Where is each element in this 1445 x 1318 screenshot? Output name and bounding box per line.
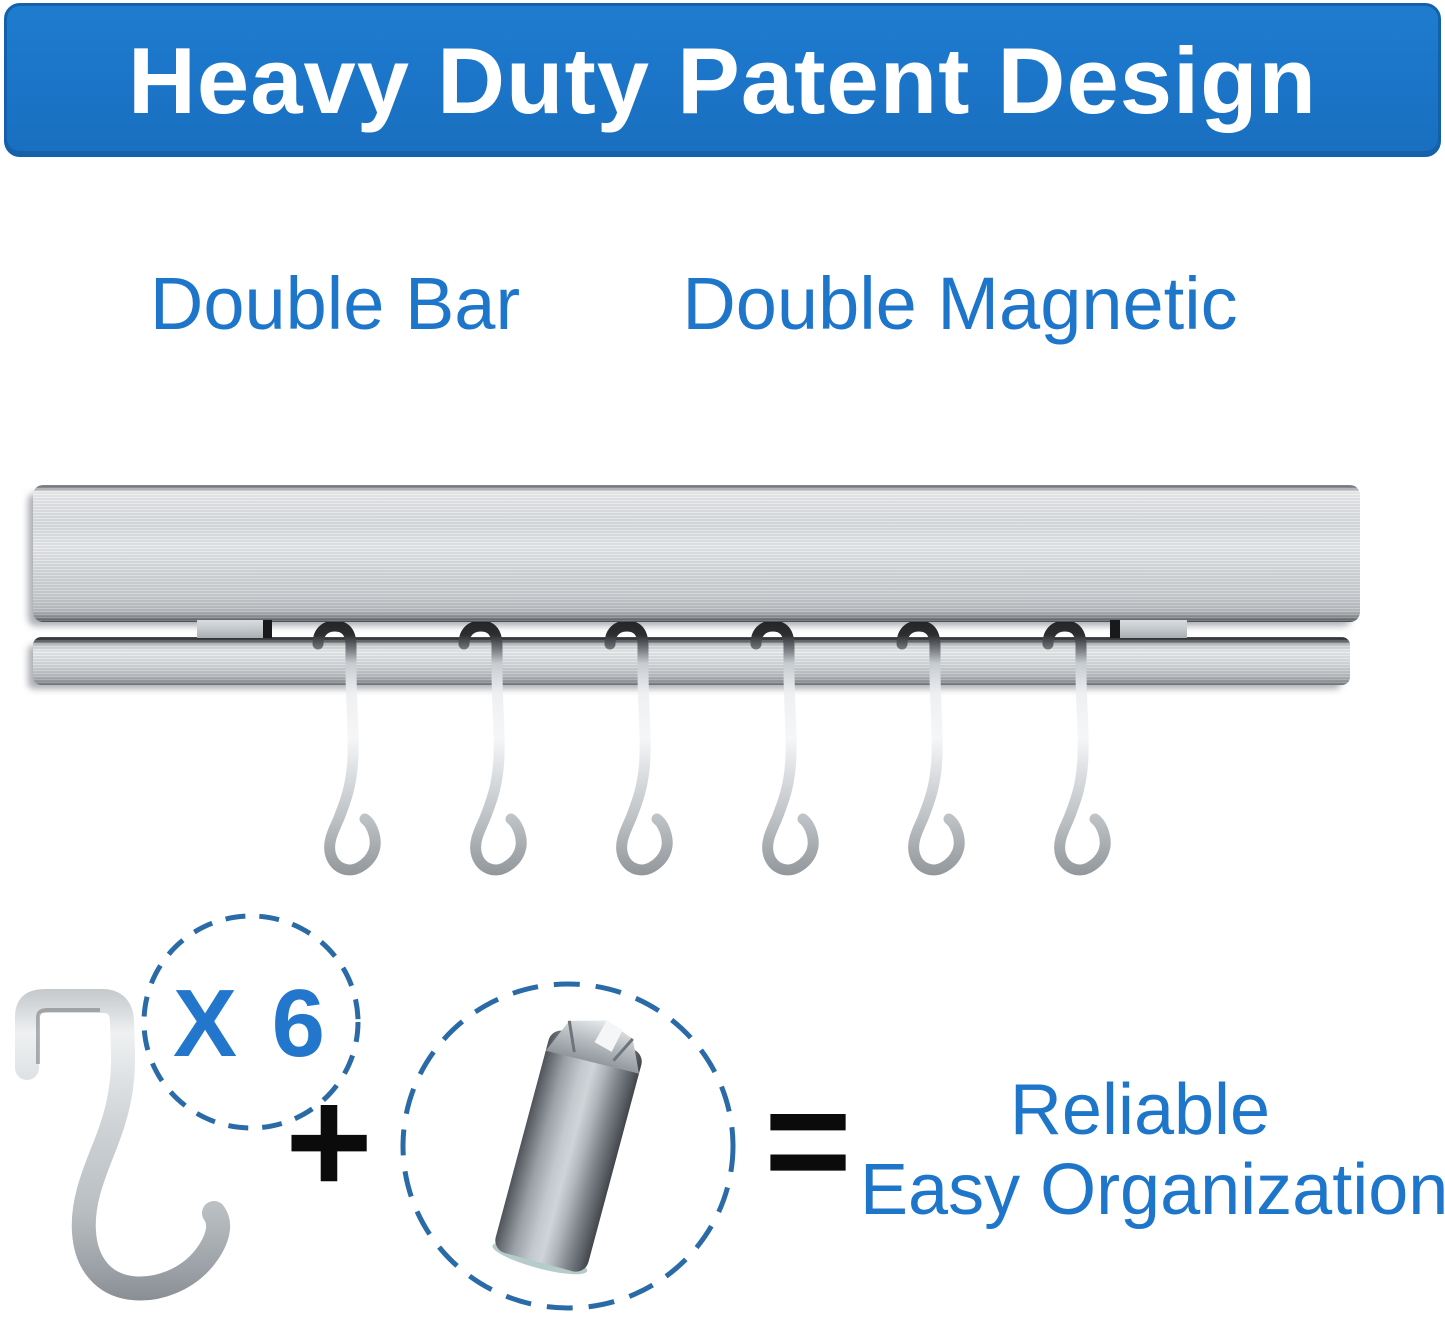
magnet-circle bbox=[400, 981, 736, 1311]
s-hook-icon bbox=[318, 626, 375, 870]
rack-bottom-bar bbox=[33, 637, 1350, 685]
result-text: Reliable Easy Organization bbox=[860, 1070, 1445, 1230]
page-title: Heavy Duty Patent Design bbox=[128, 28, 1317, 133]
result-line-2: Easy Organization bbox=[860, 1150, 1445, 1230]
rack-left-spacer bbox=[197, 620, 272, 638]
s-hook-icon bbox=[902, 626, 959, 870]
s-hook-icon bbox=[756, 626, 813, 870]
multiplier-circle bbox=[141, 913, 361, 1131]
rack-top-bar bbox=[33, 485, 1360, 622]
big-s-hook-icon bbox=[15, 989, 231, 1301]
result-line-1: Reliable bbox=[1009, 1070, 1271, 1150]
header-banner: Heavy Duty Patent Design bbox=[4, 3, 1441, 157]
multiplier-label: X 6 bbox=[172, 970, 330, 1077]
label-double-bar: Double Bar bbox=[149, 262, 521, 345]
s-hook-icon bbox=[464, 626, 521, 870]
s-hooks-row bbox=[280, 622, 1140, 880]
s-hook-icon bbox=[1048, 626, 1105, 870]
s-hook-icon bbox=[610, 626, 667, 870]
equals-icon: = bbox=[764, 1056, 852, 1224]
rack-right-spacer bbox=[1110, 620, 1187, 638]
plus-icon: + bbox=[285, 1057, 373, 1225]
magnet-icon bbox=[492, 1020, 642, 1275]
label-double-magnetic: Double Magnetic bbox=[682, 262, 1238, 345]
